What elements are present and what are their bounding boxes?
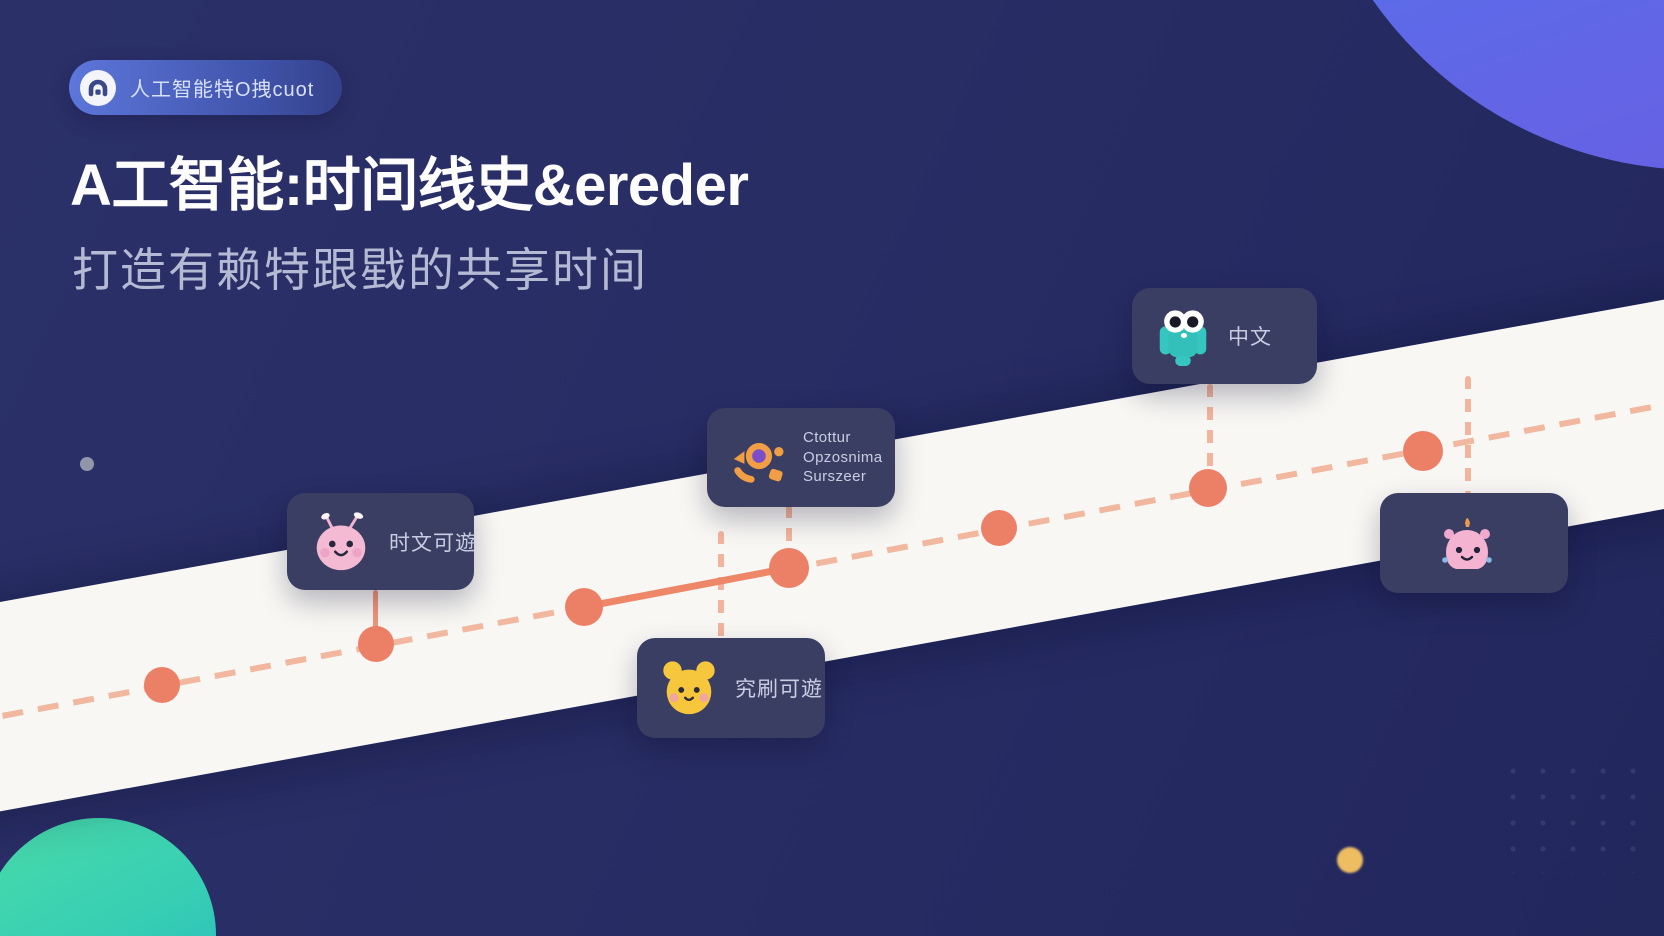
timeline-node-dot[interactable]	[358, 626, 394, 662]
card-line-3: Surszeer	[803, 468, 867, 486]
timeline-connector	[786, 505, 792, 552]
timeline-connector	[1465, 376, 1471, 494]
card-label: 究刷可遊	[735, 678, 823, 701]
badge-label: 人工智能特O拽cuot	[130, 79, 315, 101]
card-text-lines: Ctottur Opzosnima Surszeer	[803, 428, 882, 487]
timeline-card-owl[interactable]: 中文	[1132, 288, 1317, 384]
timeline-node-dot[interactable]	[981, 510, 1017, 546]
decor-blob-top-right	[1300, 0, 1664, 170]
page-title: A工智能:时间线史&ereder	[70, 153, 749, 218]
timeline-card-clottur[interactable]: Ctottur Opzosnima Surszeer	[707, 408, 895, 507]
sun-eye-icon	[727, 430, 789, 486]
timeline-card-axolotl[interactable]	[1380, 493, 1568, 593]
caterpillar-mascot-icon	[307, 511, 375, 573]
decor-yellow-dot	[1337, 847, 1363, 873]
timeline-node-dot[interactable]	[769, 548, 809, 588]
timeline-card-bear[interactable]: 究刷可遊	[637, 638, 825, 738]
owl-mascot-icon	[1152, 304, 1214, 368]
timeline-node-dot[interactable]	[1403, 431, 1443, 471]
bear-mascot-icon	[657, 658, 721, 718]
card-label: 时文可遊	[389, 531, 477, 555]
card-label: 中文	[1228, 326, 1272, 349]
card-line-1: Ctottur	[803, 429, 851, 447]
timeline-connector	[373, 590, 378, 646]
ai-badge-pill[interactable]: 人工智能特O拽cuot	[69, 60, 343, 115]
timeline-connector	[718, 531, 724, 639]
timeline-node-dot[interactable]	[565, 588, 603, 626]
decor-gray-dot	[80, 457, 94, 471]
card-line-2: Opzosnima	[803, 448, 883, 466]
timeline-connector	[1207, 384, 1213, 480]
axolotl-mascot-icon	[1434, 512, 1500, 574]
decor-blob-bottom-left	[0, 818, 216, 936]
page-subtitle: 打造有赖特跟戥的共享时间	[72, 244, 648, 296]
timeline-node-dot[interactable]	[1189, 469, 1227, 507]
timeline-node-dot[interactable]	[144, 667, 180, 703]
robot-headset-icon	[79, 69, 117, 107]
timeline-card-caterpillar[interactable]: 时文可遊	[287, 493, 477, 590]
decor-dot-grid	[1498, 758, 1658, 873]
